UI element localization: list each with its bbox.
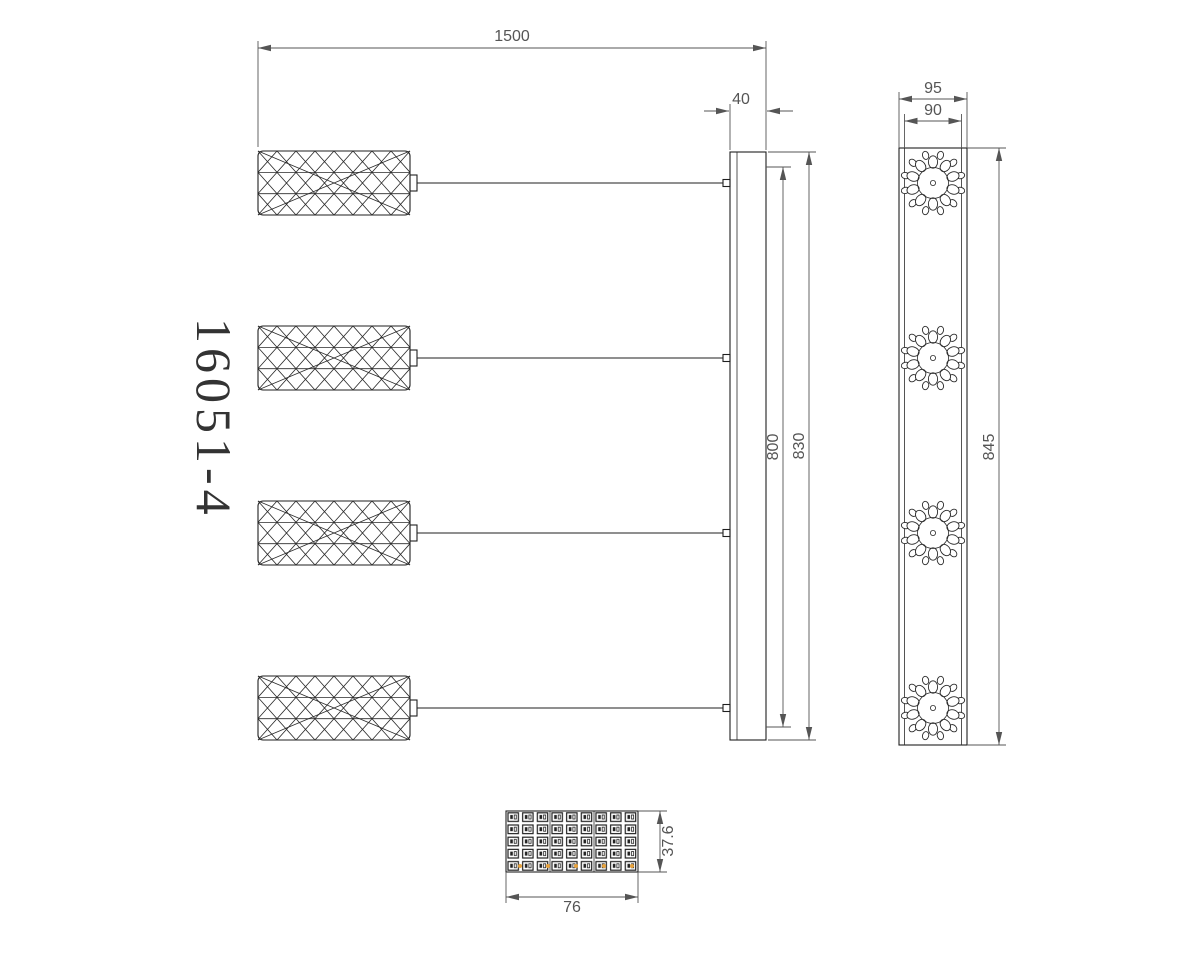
crystal-motif-3 [901, 501, 966, 566]
suspension-wires [417, 178, 731, 713]
dim-suspension-span: 800 [765, 166, 791, 728]
dim-led-width: 76 [505, 872, 639, 916]
crystal-shade-1 [258, 151, 417, 215]
dim-led-height: 37.6 [638, 810, 677, 873]
dim-label-800: 800 [765, 434, 782, 461]
mounting-bar-side-view [729, 151, 767, 741]
dim-label-1500: 1500 [494, 28, 530, 45]
led-module [505, 810, 639, 873]
model-number-label: 16051-4 [186, 318, 242, 520]
mounting-bar-front-view [898, 147, 968, 746]
crystal-shade-4 [258, 676, 417, 740]
led-indicator-dots [518, 864, 634, 868]
dim-bar-depth: 40 [704, 91, 793, 150]
dim-overall-width: 1500 [257, 28, 767, 150]
dim-label-37-6: 37.6 [660, 825, 677, 856]
dim-bar-length: 830 [768, 151, 816, 741]
crystal-motif-4 [901, 676, 966, 741]
dim-label-830: 830 [791, 433, 808, 460]
dim-plate-length: 845 [967, 147, 1006, 746]
crystal-shade-2 [258, 326, 417, 390]
dim-plate-outer-width: 95 [898, 80, 968, 148]
dim-plate-inner-width: 90 [904, 102, 962, 148]
crystal-shade-3 [258, 501, 417, 565]
crystal-motif-1 [901, 151, 966, 216]
dim-label-845: 845 [981, 434, 998, 461]
crystal-motif-2 [901, 326, 966, 391]
dim-label-40: 40 [732, 91, 750, 108]
dim-label-76: 76 [563, 899, 581, 916]
dim-label-90: 90 [924, 102, 942, 119]
dim-label-95: 95 [924, 80, 942, 97]
